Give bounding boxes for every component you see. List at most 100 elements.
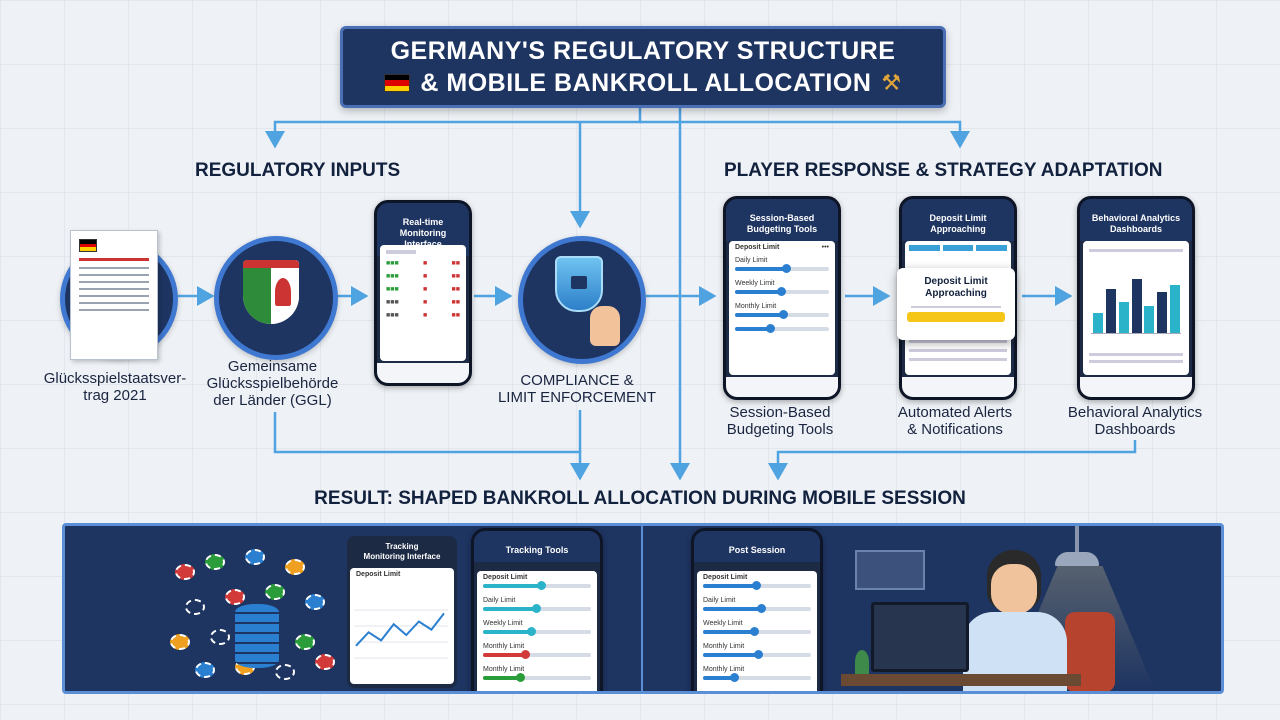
analytics-phone-title: Behavioral Analytics Dashboards [1080,199,1192,241]
limit-slider[interactable] [483,581,591,590]
analytics-phone-screen [1083,241,1189,375]
limit-row-label: Daily Limit [703,597,736,604]
casino-chips-icon [165,544,335,684]
title-line-2-row: & MOBILE BANKROLL ALLOCATION ⚒ [384,67,901,99]
budgeting-phone-nav [726,377,838,397]
casino-chip [175,564,195,580]
limit-row-label: Weekly Limit [703,620,743,627]
limit-slider[interactable] [703,627,811,636]
heading-player-response: PLAYER RESPONSE & STRATEGY ADAPTATION [724,160,1163,181]
budget-slider-2[interactable] [735,310,829,319]
analytics-bar [1131,278,1142,333]
limit-slider[interactable] [703,581,811,590]
plant-icon [855,650,869,674]
limit-row-label: Deposit Limit [483,574,528,581]
budget-slider-0[interactable] [735,264,829,273]
casino-chip [185,599,205,615]
title-line-1: GERMANY'S REGULATORY STRUCTURE [390,37,896,65]
chip-stack [235,604,279,668]
popup-action-button[interactable] [907,312,1005,322]
limit-slider[interactable] [703,673,811,682]
german-flag-icon [384,74,411,92]
limit-slider[interactable] [703,650,811,659]
limit-row-label: Deposit Limit [703,574,748,581]
budget-slider-3[interactable] [735,324,829,333]
panel-divider [641,526,643,691]
tracking-line-chart [354,609,448,659]
popup-title: Deposit Limit Approaching [924,276,988,299]
casino-chip [265,584,285,600]
limit-row-label: Daily Limit [483,597,516,604]
monitoring-phone-screen: ■■■■■■ ■■■■■■ ■■■■■■ ■■■■■■ ■■■■■■ [380,245,466,361]
gavel-icon: ⚒ [881,70,902,95]
arrow-ggl-result [273,412,590,481]
casino-chip [225,589,245,605]
budget-row-1: Daily Limit [735,257,768,264]
treaty-document-icon [70,230,158,360]
limit-slider[interactable] [483,650,591,659]
compliance-label: COMPLIANCE & LIMIT ENFORCEMENT [497,372,657,406]
budget-slider-1[interactable] [735,287,829,296]
analytics-bar [1157,292,1168,333]
arrow-analytics-result [768,440,1137,481]
budget-row-0: Deposit Limit [735,244,780,251]
wall-frame-icon [855,550,925,590]
limit-slider[interactable] [483,604,591,613]
analytics-bar [1170,285,1181,333]
limit-row-label: Monthly Limit [483,643,525,650]
limit-slider[interactable] [703,604,811,613]
deposit-limit-popup: Deposit Limit Approaching [897,268,1015,340]
limit-row-label: Monthly Limit [703,643,745,650]
analytics-bar [1093,312,1103,333]
arrow-title-right [640,120,970,149]
analytics-phone-nav [1080,377,1192,397]
casino-chip [195,662,215,678]
limit-slider[interactable] [483,627,591,636]
casino-chip [205,554,225,570]
analytics-bar [1144,305,1155,333]
arrow-title-left [265,103,642,149]
limit-row-label: Monthly Limit [483,666,525,673]
heading-regulatory-inputs: REGULATORY INPUTS [195,160,401,181]
tracking-card: Tracking Monitoring Interface Deposit Li… [347,536,457,688]
monitoring-phone-nav [377,363,469,383]
diagram-title: GERMANY'S REGULATORY STRUCTURE & MOBILE … [340,26,946,108]
budget-row-3: Monthly Limit [735,303,777,310]
ggl-label: Gemeinsame Glücksspielbehörde der Länder… [206,358,339,409]
analytics-bar [1105,288,1116,333]
casino-chip [315,654,335,670]
budgeting-phone-title: Session-Based Budgeting Tools [726,199,838,241]
casino-chip [170,634,190,650]
lamp-icon [1055,552,1099,566]
limit-row-label: Monthly Limit [703,666,745,673]
casino-chip [305,594,325,610]
casino-chip [210,629,230,645]
casino-chip [245,549,265,565]
post-session-phone-title: Post Session [694,531,820,562]
analytics-bar-chart [1091,263,1181,334]
analytics-phone: Behavioral Analytics Dashboards [1077,196,1195,400]
hand-phone-icon [590,306,620,346]
budgeting-phone: Session-Based Budgeting Tools Deposit Li… [723,196,841,400]
treaty-label: Glücksspielstaatsver- trag 2021 [43,370,187,404]
budgeting-label: Session-Based Budgeting Tools [726,404,834,438]
limit-row-label: Weekly Limit [483,620,523,627]
result-panel: Tracking Monitoring Interface Deposit Li… [62,523,1224,694]
desk [841,674,1081,686]
casino-chip [285,559,305,575]
tracking-phone-title: Tracking Tools [474,531,600,562]
tracking-card-title: Tracking Monitoring Interface [363,542,441,561]
analytics-bar [1118,302,1129,333]
budgeting-phone-screen: Deposit Limit••• Daily Limit Weekly Limi… [729,241,835,375]
heading-result: RESULT: SHAPED BANKROLL ALLOCATION DURIN… [314,488,966,509]
chart-series-line [355,612,445,647]
alerts-label: Automated Alerts & Notifications [897,404,1013,438]
analytics-label: Behavioral Analytics Dashboards [1067,404,1203,438]
computer-monitor-icon [871,602,969,672]
limit-slider[interactable] [483,673,591,682]
ggl-shield-icon [243,260,299,324]
